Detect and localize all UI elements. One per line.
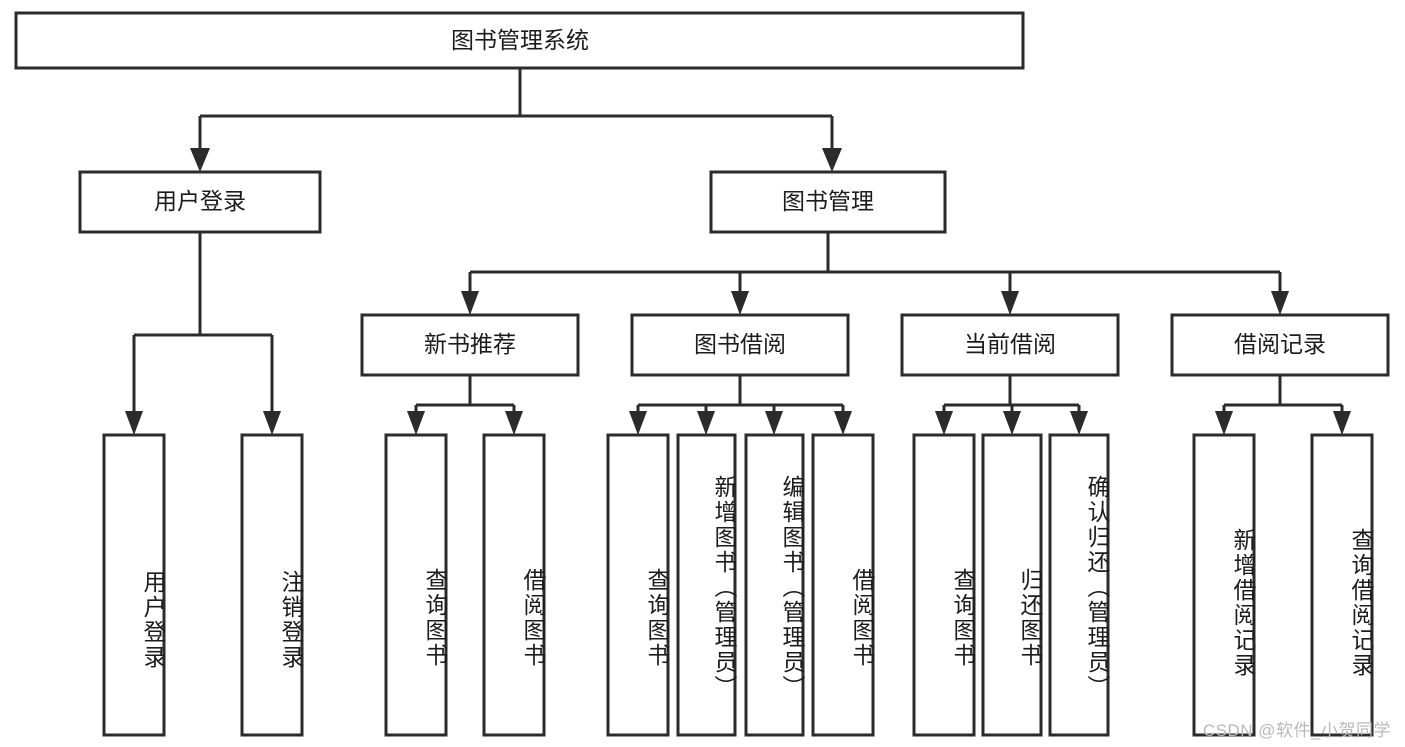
node-leaf-borrow-book-recommend-label: 借阅图书 — [520, 567, 546, 668]
node-user-login-label: 用户登录 — [154, 188, 246, 214]
node-leaf-query-book-box[interactable] — [606, 433, 670, 737]
arrow-to-leaf-borrow-book — [834, 411, 852, 435]
arrow-to-current-borrow — [1001, 291, 1019, 315]
node-new-book-recommend-box[interactable] — [360, 313, 580, 377]
node-leaf-confirm-return-admin-box[interactable] — [1048, 433, 1110, 737]
node-leaf-borrow-book-label: 借阅图书 — [849, 567, 875, 668]
arrow-to-leaf-add-borrow-record — [1215, 411, 1233, 435]
node-leaf-user-logout-box[interactable] — [240, 433, 304, 737]
watermark: CSDN @软件_小贺同学 — [1202, 721, 1391, 740]
node-new-book-recommend-label: 新书推荐 — [424, 331, 516, 357]
node-leaf-edit-book-admin-label: 编辑图书（管理员） — [779, 474, 805, 700]
node-leaf-query-book-current-label: 查询图书 — [950, 567, 976, 668]
node-borrow-records[interactable]: 借阅记录 — [1170, 313, 1390, 377]
arrow-to-book-management — [822, 148, 842, 172]
arrow-to-leaf-user-login — [125, 411, 143, 435]
node-root[interactable]: 图书管理系统 — [14, 11, 1025, 70]
node-root-label: 图书管理系统 — [451, 27, 589, 53]
arrow-to-leaf-query-book-recommend — [407, 411, 425, 435]
arrow-to-leaf-user-logout — [263, 411, 281, 435]
node-leaf-query-book-recommend-box[interactable] — [384, 433, 448, 737]
arrow-to-new-book-recommend — [461, 291, 479, 315]
node-leaf-add-borrow-record-box[interactable] — [1192, 433, 1256, 737]
arrow-to-leaf-add-book-admin — [697, 411, 715, 435]
node-book-borrow-box[interactable] — [630, 313, 850, 377]
node-book-management-box[interactable] — [709, 170, 947, 234]
node-leaf-borrow-book-box[interactable] — [811, 433, 875, 737]
node-borrow-records-box[interactable] — [1170, 313, 1390, 377]
edge-layer — [125, 68, 1351, 435]
node-leaf-add-book-admin-label: 新增图书（管理员） — [711, 474, 737, 700]
arrow-to-book-borrow — [731, 291, 749, 315]
node-book-borrow[interactable]: 图书借阅 — [630, 313, 850, 377]
node-leaf-user-logout-label: 注销登录 — [278, 570, 304, 670]
node-borrow-records-label: 借阅记录 — [1234, 331, 1326, 357]
node-layer: 图书管理系统 用户登录 图书管理 新书推荐 图书借阅 — [14, 11, 1390, 737]
node-leaf-return-book-label: 归还图书 — [1017, 567, 1043, 668]
node-leaf-return-book-box[interactable] — [981, 433, 1043, 737]
arrow-to-leaf-edit-book-admin — [765, 411, 783, 435]
node-leaf-confirm-return-admin-label: 确认归还（管理员） — [1084, 474, 1110, 700]
arrow-to-user-login — [190, 148, 210, 172]
node-leaf-edit-book-admin-box[interactable] — [744, 433, 805, 737]
node-leaf-add-book-admin-box[interactable] — [676, 433, 737, 737]
node-leaf-query-book-current-box[interactable] — [912, 433, 976, 737]
node-leaf-user-login-box[interactable] — [102, 433, 166, 737]
node-new-book-recommend[interactable]: 新书推荐 — [360, 313, 580, 377]
arrow-to-leaf-query-book — [629, 411, 647, 435]
arrow-to-leaf-query-book-current — [935, 411, 953, 435]
node-user-login-box[interactable] — [78, 170, 322, 234]
node-book-management[interactable]: 图书管理 — [709, 170, 947, 234]
node-leaf-borrow-book-recommend-box[interactable] — [482, 433, 546, 737]
node-leaf-query-borrow-record-box[interactable] — [1310, 433, 1374, 737]
node-current-borrow-box[interactable] — [900, 313, 1120, 377]
node-book-management-label: 图书管理 — [782, 188, 874, 214]
node-leaf-query-book-recommend-label: 查询图书 — [422, 567, 448, 668]
node-leaf-user-login-label: 用户登录 — [140, 570, 166, 670]
arrow-to-leaf-return-book — [1003, 411, 1021, 435]
arrow-to-leaf-borrow-book-recommend — [505, 411, 523, 435]
arrow-to-leaf-query-borrow-record — [1333, 411, 1351, 435]
node-user-login[interactable]: 用户登录 — [78, 170, 322, 234]
node-leaf-query-book-label: 查询图书 — [644, 567, 670, 668]
arrow-to-borrow-records — [1271, 291, 1289, 315]
node-root-box[interactable] — [14, 11, 1025, 70]
node-book-borrow-label: 图书借阅 — [694, 331, 786, 357]
arrow-to-leaf-confirm-return-admin — [1070, 411, 1088, 435]
node-leaf-query-borrow-record-label: 查询借阅记录 — [1348, 527, 1374, 678]
node-leaf-add-borrow-record-label: 新增借阅记录 — [1230, 527, 1256, 678]
node-current-borrow[interactable]: 当前借阅 — [900, 313, 1120, 377]
node-current-borrow-label: 当前借阅 — [964, 331, 1056, 357]
